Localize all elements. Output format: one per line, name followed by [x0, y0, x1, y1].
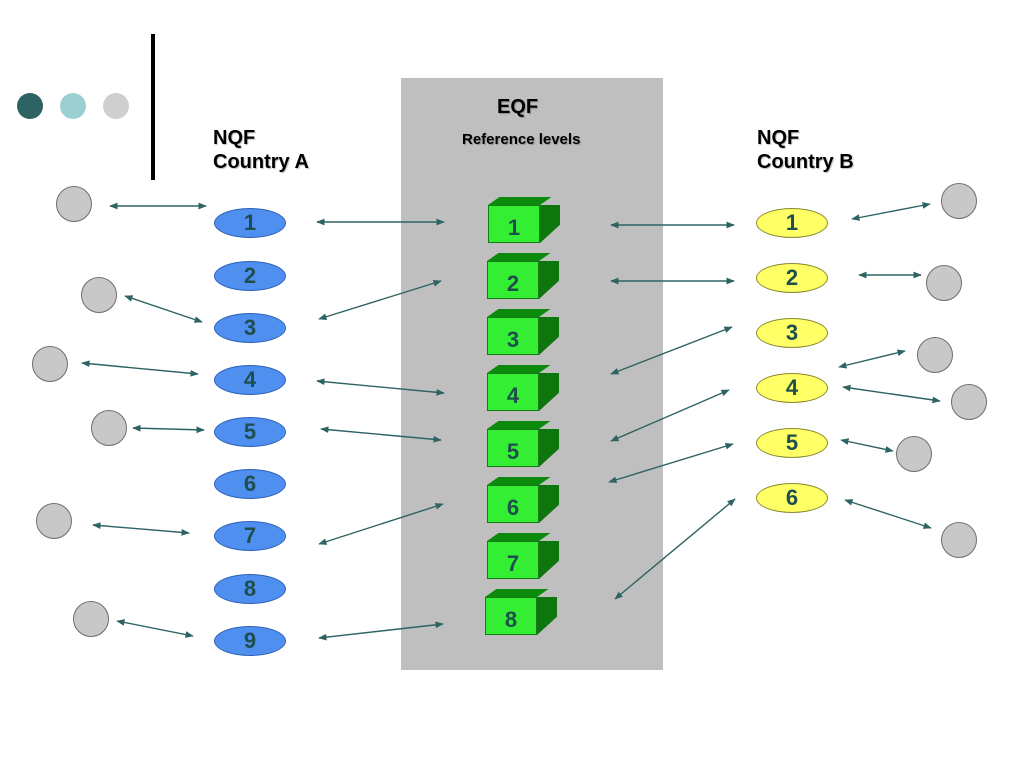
eqf-level-8-label: 8 — [485, 597, 537, 635]
title-divider-bar — [151, 34, 155, 180]
eqf-level-3-label: 3 — [487, 317, 539, 355]
eqf-level-3: 3 — [487, 309, 561, 355]
external-qualification-b5 — [896, 436, 932, 472]
external-qualification-a7 — [36, 503, 72, 539]
eqf-level-4: 4 — [487, 365, 561, 411]
eqf-title: EQF — [497, 96, 539, 118]
arrow-ext-b4b — [842, 384, 941, 404]
arrow-ext-a9 — [116, 619, 194, 638]
arrow-ext-b5 — [840, 438, 894, 453]
eqf-level-7: 7 — [487, 533, 561, 579]
arrow-eqf6-b5 — [608, 443, 734, 483]
country-a-heading-line1: NQF — [213, 127, 256, 149]
arrow-a4-eqf4 — [316, 378, 445, 396]
country-a-level-8: 8 — [214, 574, 286, 604]
country-a-level-7: 7 — [214, 521, 286, 551]
eqf-level-2-label: 2 — [487, 261, 539, 299]
arrow-ext-b4a — [838, 349, 906, 369]
external-qualification-b4a — [917, 337, 953, 373]
arrow-a9-eqf8 — [318, 621, 444, 641]
country-a-heading-line2: Country A — [213, 151, 309, 173]
arrow-a5-eqf5 — [320, 426, 442, 443]
external-qualification-b1 — [941, 183, 977, 219]
country-b-level-2: 2 — [756, 263, 828, 293]
eqf-level-4-label: 4 — [487, 373, 539, 411]
country-a-level-3: 3 — [214, 313, 286, 343]
eqf-level-6: 6 — [487, 477, 561, 523]
arrow-ext-b6 — [844, 499, 932, 529]
eqf-level-1-label: 1 — [488, 205, 540, 243]
arrow-a3-eqf2 — [318, 280, 442, 320]
country-a-level-6: 6 — [214, 469, 286, 499]
arrow-ext-a4 — [81, 360, 199, 377]
country-a-heading: NQF Country A — [213, 126, 309, 174]
decor-dot-light — [103, 93, 129, 119]
arrow-ext-a7 — [92, 522, 190, 536]
decor-dot-mid — [60, 93, 86, 119]
country-a-level-4: 4 — [214, 365, 286, 395]
arrow-ext-b1 — [851, 202, 931, 221]
external-qualification-b4b — [951, 384, 987, 420]
external-qualification-a5 — [91, 410, 127, 446]
country-b-level-1: 1 — [756, 208, 828, 238]
eqf-subtitle: Reference levels — [462, 131, 581, 148]
eqf-level-1: 1 — [488, 197, 562, 243]
country-b-heading-line1: NQF — [757, 127, 800, 149]
eqf-level-5-label: 5 — [487, 429, 539, 467]
country-a-level-2: 2 — [214, 261, 286, 291]
arrow-eqf8-b6 — [614, 498, 736, 600]
eqf-level-7-label: 7 — [487, 541, 539, 579]
country-b-heading-line2: Country B — [757, 151, 854, 173]
external-qualification-a1 — [56, 186, 92, 222]
external-qualification-b2 — [926, 265, 962, 301]
country-b-level-4: 4 — [756, 373, 828, 403]
arrow-eqf4-b3 — [610, 326, 733, 375]
external-qualification-a9 — [73, 601, 109, 637]
arrow-eqf5-b4 — [610, 389, 730, 442]
external-qualification-a3 — [81, 277, 117, 313]
arrow-ext-a3 — [124, 295, 203, 323]
eqf-level-6-label: 6 — [487, 485, 539, 523]
country-b-level-6: 6 — [756, 483, 828, 513]
country-b-heading: NQF Country B — [757, 126, 854, 174]
country-a-level-1: 1 — [214, 208, 286, 238]
eqf-level-2: 2 — [487, 253, 561, 299]
eqf-level-5: 5 — [487, 421, 561, 467]
country-a-level-5: 5 — [214, 417, 286, 447]
arrow-ext-a5 — [132, 424, 205, 434]
external-qualification-a4 — [32, 346, 68, 382]
arrow-a7-eqf6 — [318, 503, 444, 545]
decor-dot-dark — [17, 93, 43, 119]
external-qualification-b6 — [941, 522, 977, 558]
country-a-level-9: 9 — [214, 626, 286, 656]
country-b-level-3: 3 — [756, 318, 828, 348]
eqf-level-8: 8 — [485, 589, 559, 635]
country-b-level-5: 5 — [756, 428, 828, 458]
